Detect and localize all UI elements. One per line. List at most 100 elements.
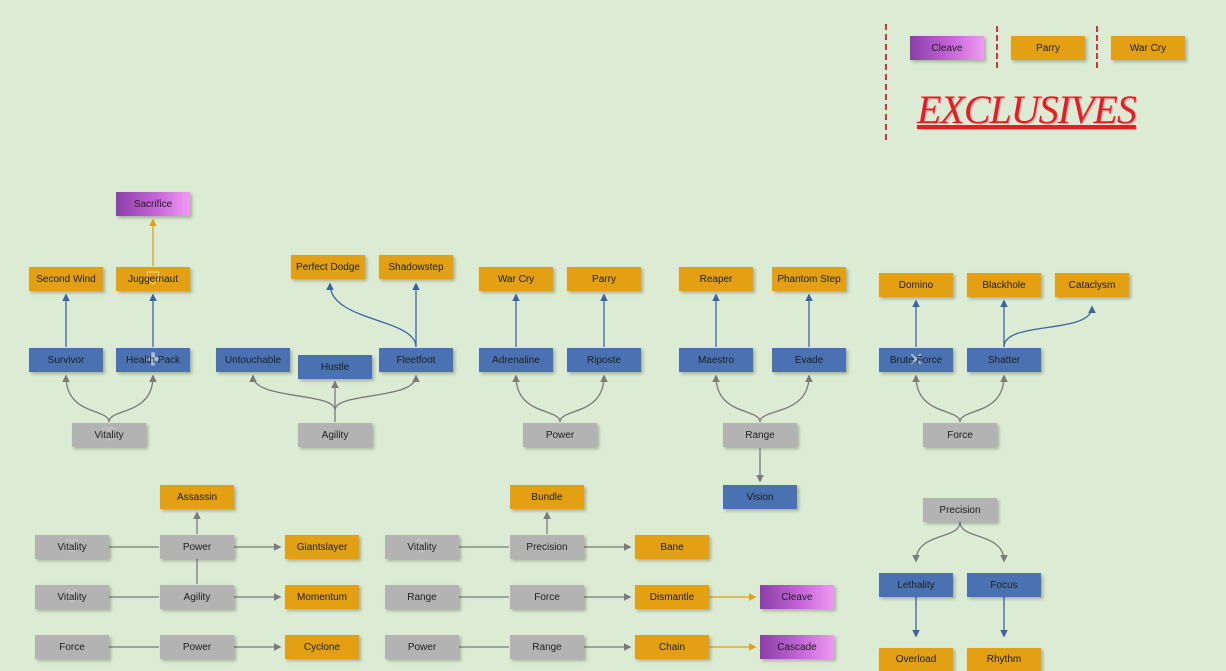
node-label: Force bbox=[947, 429, 973, 441]
node-label: Cleave bbox=[781, 591, 813, 603]
legend-divider bbox=[885, 24, 889, 140]
node-force-combo-2[interactable]: Force bbox=[510, 585, 584, 609]
node-bane[interactable]: Bane bbox=[635, 535, 709, 559]
node-vitality[interactable]: ♡Vitality bbox=[72, 423, 146, 447]
node-war-cry[interactable]: War Cry bbox=[479, 267, 553, 291]
node-juggernaut[interactable]: ⛉Juggernaut bbox=[116, 267, 190, 291]
legend-item-parry: Parry bbox=[1011, 36, 1085, 60]
node-brute-force[interactable]: ✕Brute Force bbox=[879, 348, 953, 372]
node-shadowstep[interactable]: Shadowstep bbox=[379, 255, 453, 279]
node-label: Force bbox=[59, 641, 85, 653]
node-label: Precision bbox=[939, 504, 981, 516]
node-power-combo-3[interactable]: Power bbox=[385, 635, 459, 659]
node-force-combo-1[interactable]: Force bbox=[35, 635, 109, 659]
node-label: Reaper bbox=[699, 273, 733, 285]
node-label: Power bbox=[545, 429, 575, 441]
connector-arrow bbox=[959, 521, 1008, 563]
node-range-combo-1[interactable]: Range bbox=[385, 585, 459, 609]
node-momentum[interactable]: Momentum bbox=[285, 585, 359, 609]
node-shatter[interactable]: Shatter bbox=[967, 348, 1041, 372]
node-cascade[interactable]: Cascade bbox=[760, 635, 834, 659]
node-hustle[interactable]: Hustle bbox=[298, 355, 372, 379]
node-perfect-dodge[interactable]: Perfect Dodge bbox=[291, 255, 365, 279]
node-power[interactable]: Power bbox=[523, 423, 597, 447]
node-label: Fleetfoot bbox=[396, 354, 436, 366]
node-vision[interactable]: Vision bbox=[723, 485, 797, 509]
exclusives-title: EXCLUSIVES bbox=[917, 87, 1137, 132]
node-label: Power bbox=[182, 641, 212, 653]
node-chain[interactable]: Chain bbox=[635, 635, 709, 659]
node-cataclysm[interactable]: Cataclysm bbox=[1055, 273, 1129, 297]
node-label: Shadowstep bbox=[388, 261, 444, 273]
node-vitality-combo-3[interactable]: ♡Vitality bbox=[385, 535, 459, 559]
node-lethality[interactable]: Lethality bbox=[879, 573, 953, 597]
node-agility-combo[interactable]: Agility bbox=[160, 585, 234, 609]
connector-arrow bbox=[108, 374, 157, 423]
node-cyclone[interactable]: Cyclone bbox=[285, 635, 359, 659]
node-label: Adrenaline bbox=[492, 354, 540, 366]
node-assassin[interactable]: Assassin bbox=[160, 485, 234, 509]
node-phantom-step[interactable]: Phantom Step bbox=[772, 267, 846, 291]
node-adrenaline[interactable]: Adrenaline bbox=[479, 348, 553, 372]
node-evade[interactable]: Evade bbox=[772, 348, 846, 372]
node-label: Bane bbox=[660, 541, 684, 553]
connector-arrow bbox=[912, 374, 961, 423]
connector-arrow bbox=[912, 521, 961, 563]
node-label: Range bbox=[745, 429, 775, 441]
node-reaper[interactable]: Reaper bbox=[679, 267, 753, 291]
node-maestro[interactable]: Maestro bbox=[679, 348, 753, 372]
node-survivor[interactable]: Survivor bbox=[29, 348, 103, 372]
node-label: Juggernaut bbox=[127, 273, 179, 285]
node-label: Vitality bbox=[94, 429, 124, 441]
node-label: Chain bbox=[658, 641, 686, 653]
node-label: Power bbox=[182, 541, 212, 553]
node-health-pack[interactable]: ✚Health Pack bbox=[116, 348, 190, 372]
node-label: Vitality bbox=[57, 541, 87, 553]
node-bundle[interactable]: Bundle bbox=[510, 485, 584, 509]
node-dismantle[interactable]: Dismantle bbox=[635, 585, 709, 609]
node-cleave[interactable]: Cleave bbox=[760, 585, 834, 609]
node-label: Maestro bbox=[697, 354, 735, 366]
legend-item-label: Parry bbox=[1036, 42, 1060, 54]
node-sacrifice[interactable]: Sacrifice bbox=[116, 192, 190, 216]
node-agility[interactable]: Agility bbox=[298, 423, 372, 447]
node-range[interactable]: Range bbox=[723, 423, 797, 447]
node-label: Sacrifice bbox=[133, 198, 173, 210]
node-label: Riposte bbox=[587, 354, 621, 366]
node-label: Cataclysm bbox=[1068, 279, 1116, 291]
legend-item-war-cry: War Cry bbox=[1111, 36, 1185, 60]
node-vitality-combo-2[interactable]: ♡Vitality bbox=[35, 585, 109, 609]
node-power-combo-2[interactable]: Power bbox=[160, 635, 234, 659]
node-domino[interactable]: Domino bbox=[879, 273, 953, 297]
node-label: Evade bbox=[794, 354, 824, 366]
node-label: Momentum bbox=[296, 591, 347, 603]
node-overload[interactable]: Overload bbox=[879, 648, 953, 671]
legend-item-label: Cleave bbox=[931, 42, 963, 54]
node-label: Rhythm bbox=[986, 654, 1022, 665]
node-range-combo-2[interactable]: Range bbox=[510, 635, 584, 659]
node-label: Agility bbox=[183, 591, 211, 603]
node-fleetfoot[interactable]: Fleetfoot bbox=[379, 348, 453, 372]
node-giantslayer[interactable]: Giantslayer bbox=[285, 535, 359, 559]
node-focus[interactable]: Focus bbox=[967, 573, 1041, 597]
legend-item-label: War Cry bbox=[1129, 42, 1167, 54]
node-vitality-combo-1[interactable]: ♡Vitality bbox=[35, 535, 109, 559]
node-label: Force bbox=[534, 591, 560, 603]
node-precision[interactable]: Precision bbox=[923, 498, 997, 522]
node-force[interactable]: Force bbox=[923, 423, 997, 447]
node-blackhole[interactable]: Blackhole bbox=[967, 273, 1041, 297]
node-precision-combo[interactable]: Precision bbox=[510, 535, 584, 559]
node-power-combo-1[interactable]: Power bbox=[160, 535, 234, 559]
node-label: Giantslayer bbox=[296, 541, 348, 553]
connector-arrow bbox=[334, 374, 420, 411]
connector-arrow bbox=[326, 282, 417, 348]
node-label: Range bbox=[407, 591, 437, 603]
node-rhythm[interactable]: Rhythm bbox=[967, 648, 1041, 671]
node-second-wind[interactable]: Second Wind bbox=[29, 267, 103, 291]
node-untouchable[interactable]: Untouchable bbox=[216, 348, 290, 372]
node-riposte[interactable]: Riposte bbox=[567, 348, 641, 372]
node-label: War Cry bbox=[497, 273, 535, 285]
connector-arrow bbox=[959, 374, 1008, 423]
node-parry[interactable]: Parry bbox=[567, 267, 641, 291]
node-label: Survivor bbox=[47, 354, 85, 366]
